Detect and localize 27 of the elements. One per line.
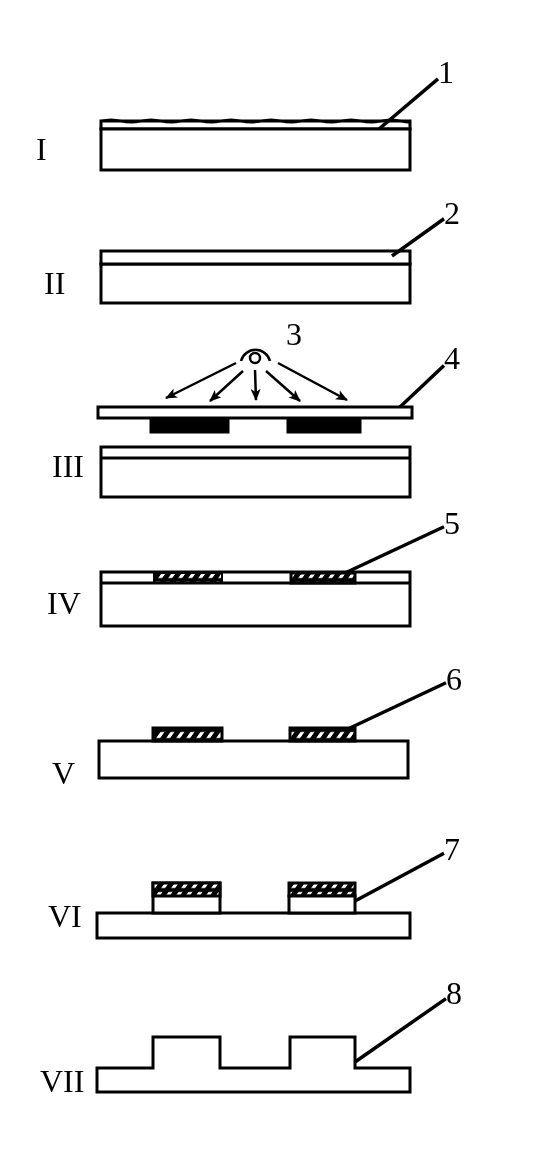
step-numeral: VI	[48, 900, 82, 932]
callout-number: 3	[286, 318, 302, 350]
resist-pattern-drawing	[288, 726, 357, 743]
step-numeral: III	[52, 450, 84, 482]
photomask-drawing	[96, 405, 414, 420]
callout-number: 6	[446, 663, 462, 695]
film-feature-drawing	[287, 894, 357, 915]
step-numeral: II	[44, 267, 66, 299]
callout-number: 2	[444, 197, 460, 229]
step-numeral: I	[36, 133, 47, 165]
step-numeral: V	[52, 757, 76, 789]
callout-number: 4	[444, 342, 460, 374]
step-numeral: IV	[47, 587, 81, 619]
resist-layer-drawing	[99, 249, 412, 266]
exposed-resist-drawing	[289, 571, 357, 585]
leader-line	[377, 77, 440, 131]
leader-line	[398, 364, 446, 409]
leader-line	[349, 681, 447, 730]
callout-number: 7	[444, 833, 460, 865]
callout-number: 8	[446, 977, 462, 1009]
callout-number: 5	[444, 507, 460, 539]
etched-substrate-drawing	[95, 1035, 412, 1094]
substrate-drawing	[99, 127, 412, 172]
leader-line	[354, 851, 445, 903]
callout-number: 1	[438, 56, 454, 88]
leader-line	[391, 217, 446, 258]
step-numeral: VII	[40, 1065, 85, 1097]
